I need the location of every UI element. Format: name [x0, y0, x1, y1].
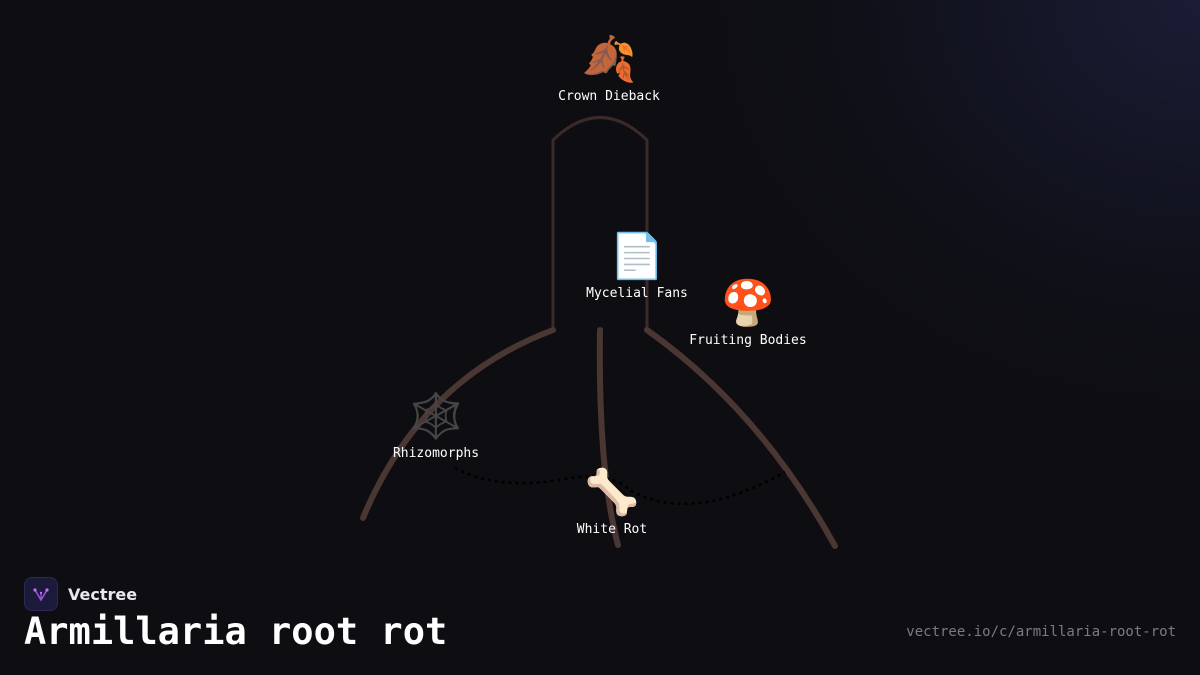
page-document-icon: 📄 — [609, 231, 665, 282]
page-title: Armillaria root rot — [24, 610, 448, 653]
vectree-logo-icon — [24, 577, 58, 611]
root-center — [596, 327, 621, 548]
root-left — [360, 327, 556, 521]
node-fruiting-bodies: 🍄 Fruiting Bodies — [689, 278, 807, 349]
trunk-outline — [551, 116, 649, 330]
brand-name: Vectree — [68, 584, 138, 604]
node-rhizomorphs: 🕸️ Rhizomorphs — [392, 391, 480, 462]
spider-web-icon: 🕸️ — [408, 391, 464, 442]
root-right — [644, 327, 838, 549]
brand: Vectree — [24, 577, 137, 611]
node-label: Rhizomorphs — [392, 446, 480, 461]
node-label: Mycelial Fans — [586, 286, 688, 301]
fallen-leaf-icon: 🍂 — [581, 34, 637, 85]
node-label: Fruiting Bodies — [689, 333, 807, 348]
node-mycelial-fans: 📄 Mycelial Fans — [586, 231, 688, 302]
node-label: White Rot — [576, 522, 648, 537]
node-label: Crown Dieback — [558, 89, 660, 104]
rhizomorph-connector — [454, 466, 786, 506]
mushroom-icon: 🍄 — [720, 278, 776, 329]
bone-icon: 🦴 — [584, 467, 640, 518]
node-crown-dieback: 🍂 Crown Dieback — [558, 34, 660, 105]
source-url[interactable]: vectree.io/c/armillaria-root-rot — [906, 624, 1176, 640]
node-white-rot: 🦴 White Rot — [576, 467, 648, 538]
